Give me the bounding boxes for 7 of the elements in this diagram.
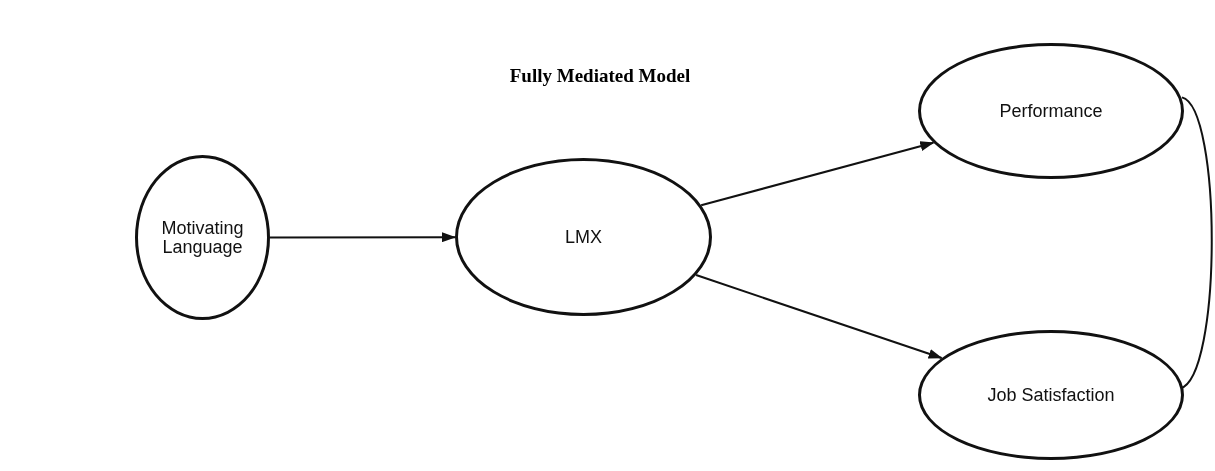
arrow [269,232,456,243]
node-label: Motivating Language [160,218,245,257]
arrow [695,274,943,360]
node-label: Job Satisfaction [986,385,1116,405]
diagram-title: Fully Mediated Model [508,64,692,88]
node-label: Performance [998,101,1104,121]
node-label: LMX [564,227,603,247]
